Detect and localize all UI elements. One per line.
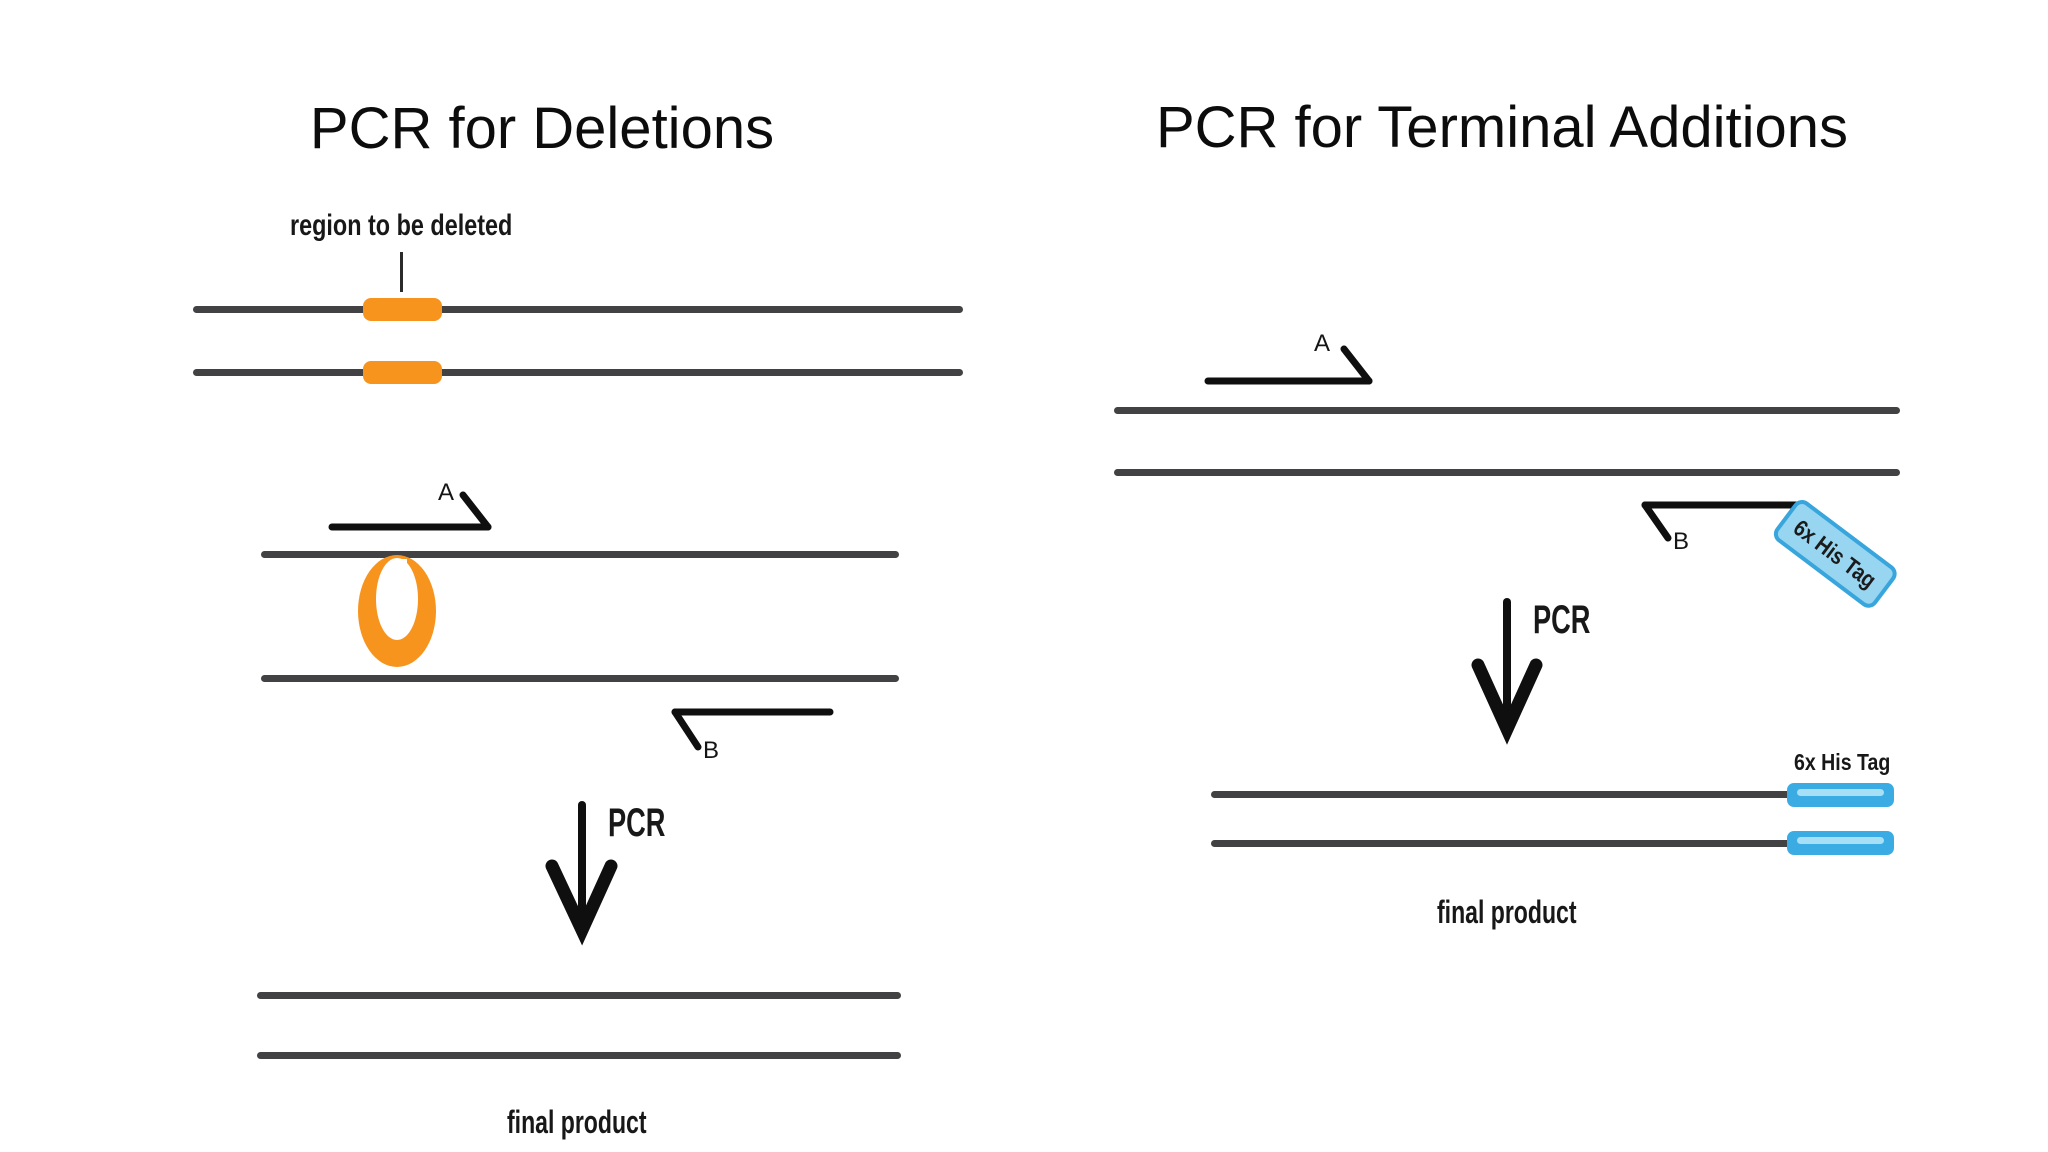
left-template-strand-top xyxy=(193,306,963,313)
right-template-strand-bottom xyxy=(1114,469,1900,476)
right-final-product-label: final product xyxy=(1437,894,1577,930)
left-panel-title: PCR for Deletions xyxy=(309,96,775,161)
region-to-be-deleted-label: region to be deleted xyxy=(290,209,513,242)
right-template-strand-top xyxy=(1114,407,1900,414)
left-template-strand-bottom xyxy=(193,369,963,376)
right-pcr-label: PCR xyxy=(1533,598,1591,642)
left-primer-a-icon xyxy=(328,491,492,531)
his-tag-box-label: 6x His Tag xyxy=(1789,514,1882,593)
left-final-product-label: final product xyxy=(507,1104,647,1140)
his-tag-segment-bottom xyxy=(1787,831,1894,855)
left-pcr-label: PCR xyxy=(608,801,666,845)
his-tag-segment-top xyxy=(1787,783,1894,807)
right-final-strand-top xyxy=(1211,791,1791,798)
left-primer-a-label: A xyxy=(438,479,455,506)
left-final-strand-bottom xyxy=(257,1052,901,1059)
left-primer-b-icon xyxy=(671,708,834,751)
his-tag-caption: 6x His Tag xyxy=(1794,749,1891,775)
his-tag-segment-highlight xyxy=(1797,837,1884,844)
deletion-loop-icon xyxy=(358,555,436,667)
right-primer-a-icon xyxy=(1204,345,1373,385)
right-primer-b-label: B xyxy=(1673,528,1690,555)
right-panel-title: PCR for Terminal Additions xyxy=(1155,95,1848,160)
deletion-region-segment-bottom xyxy=(363,361,442,384)
region-pointer-line xyxy=(400,252,403,292)
right-pcr-arrow-icon xyxy=(1471,598,1543,745)
left-pcr-arrow-icon xyxy=(545,801,618,946)
right-final-strand-bottom xyxy=(1211,840,1791,847)
left-anneal-strand-top xyxy=(261,551,899,558)
left-primer-b-label: B xyxy=(703,737,720,764)
left-final-strand-top xyxy=(257,992,901,999)
right-primer-a-label: A xyxy=(1314,330,1331,357)
his-tag-box: 6x His Tag xyxy=(1769,496,1901,612)
deletion-region-segment-top xyxy=(363,298,442,321)
his-tag-segment-highlight xyxy=(1797,789,1884,796)
left-anneal-strand-bottom xyxy=(261,675,899,682)
